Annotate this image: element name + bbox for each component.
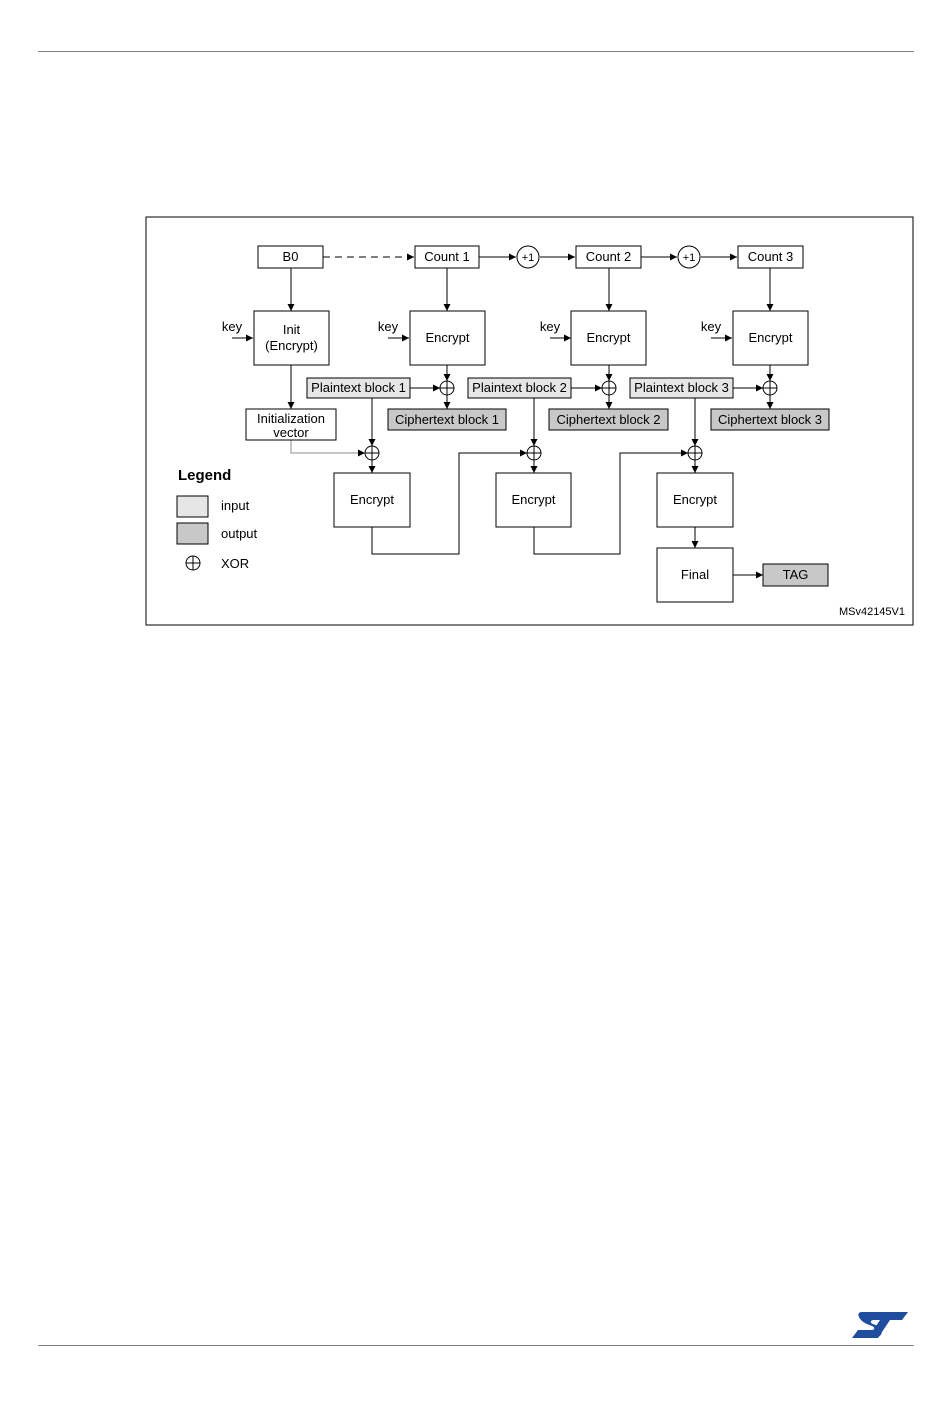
encrypt-label-3: Encrypt [748,330,792,345]
xor-icon [763,381,777,395]
init-sublabel: (Encrypt) [265,338,318,353]
encrypt-label-2: Encrypt [586,330,630,345]
plaintext-label-2: Plaintext block 2 [472,380,567,395]
plaintext-label-3: Plaintext block 3 [634,380,729,395]
key-label-1: key [378,319,399,334]
key-label-init: key [222,319,243,334]
xor-icon [602,381,616,395]
count3-label: Count 3 [748,249,794,264]
figure-id: MSv42145V1 [839,606,905,618]
increment-1-label: +1 [522,252,535,264]
xor-icon [365,446,379,460]
encrypt-label-1: Encrypt [425,330,469,345]
mac-encrypt-label-1: Encrypt [350,492,394,507]
st-logo [852,1310,908,1340]
xor-icon [527,446,541,460]
legend-xor-icon [186,556,200,570]
ciphertext-label-1: Ciphertext block 1 [395,412,499,427]
legend-output-swatch [177,523,208,544]
iv-label: Initialization [257,411,325,426]
increment-2-label: +1 [683,252,696,264]
legend-xor-label: XOR [221,556,249,571]
legend-input-label: input [221,498,250,513]
count2-label: Count 2 [586,249,632,264]
iv-sublabel: vector [273,425,309,440]
legend-title: Legend [178,467,231,484]
xor-icon [440,381,454,395]
ciphertext-label-2: Ciphertext block 2 [556,412,660,427]
ciphertext-label-3: Ciphertext block 3 [718,412,822,427]
legend-output-label: output [221,526,258,541]
key-label-2: key [540,319,561,334]
tag-label: TAG [783,567,809,582]
final-label: Final [681,567,709,582]
b0-label: B0 [283,249,299,264]
mac-encrypt-label-3: Encrypt [673,492,717,507]
mac-encrypt-label-2: Encrypt [511,492,555,507]
xor-icon [688,446,702,460]
legend-input-swatch [177,496,208,517]
plaintext-label-1: Plaintext block 1 [311,380,406,395]
key-label-3: key [701,319,722,334]
count1-label: Count 1 [424,249,470,264]
init-label: Init [283,322,301,337]
